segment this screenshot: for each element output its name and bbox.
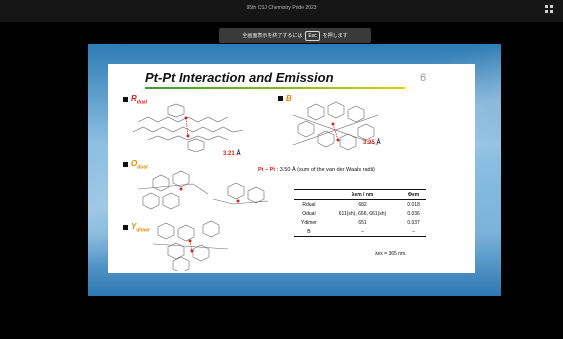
table-cell: Ydimer — [300, 219, 317, 226]
label-r-dual: Rdual — [123, 94, 147, 106]
pt-pt-note: Pt – Pt : 3.50 Å (sum of the van der Waa… — [258, 167, 375, 173]
table-cell: 611(sh), 666, 661(sh) — [338, 210, 387, 217]
table-cell: 0.018 — [407, 201, 420, 208]
label-r-sub: dual — [136, 99, 148, 106]
table-cell: 651 — [358, 219, 367, 226]
presentation-stage: Pt-Pt Interaction and Emission 6 Rdual B… — [88, 44, 501, 296]
pt-pt-label: Pt – Pt — [258, 167, 276, 173]
bullet-square — [123, 162, 128, 168]
toast-prefix: 全画面表示を終了するには — [242, 33, 303, 39]
slide-title: Pt-Pt Interaction and Emission — [145, 70, 334, 85]
distance-unit: Å — [236, 151, 241, 157]
esc-key[interactable]: Esc — [305, 30, 320, 41]
table-cell: B — [307, 228, 311, 235]
window-title-bar: 95th CSJ Chemistry Pride 2023 — [0, 0, 563, 22]
table-header — [294, 190, 324, 200]
emission-table: λem / nm Φem Rdual 682 0.018 Odual 611(s… — [294, 189, 426, 237]
distance-b-value: 3.25 — [363, 140, 375, 146]
grid-view-icon[interactable] — [545, 5, 553, 13]
distance-r: 3.21 Å — [223, 151, 241, 157]
table-footnote: λex = 365 nm. — [375, 251, 407, 257]
pt-pt-text: : 3.50 Å (sum of the van der Waals radii… — [276, 167, 375, 173]
table-cell: – — [361, 228, 364, 235]
label-o: O — [131, 159, 138, 168]
slide-page-number: 6 — [420, 72, 427, 84]
bullet-square — [123, 225, 128, 231]
molecule-y-dimer-image — [152, 220, 229, 271]
label-y-dimer: Ydimer — [123, 222, 150, 234]
slide: Pt-Pt Interaction and Emission 6 Rdual B… — [108, 64, 475, 273]
label-y-sub: dimer — [136, 227, 150, 234]
label-r: R — [131, 94, 137, 103]
molecule-r-dual-image — [132, 103, 244, 152]
bullet-square — [123, 97, 128, 103]
label-o-dual: Odual — [123, 159, 148, 171]
label-b-text: B — [286, 94, 292, 103]
distance-r-value: 3.21 — [223, 151, 235, 157]
fullscreen-exit-toast: 全画面表示を終了するには Esc を押します — [219, 28, 371, 43]
table-cell: Odual — [302, 210, 316, 217]
molecule-b-image — [292, 101, 379, 151]
window-title: 95th CSJ Chemistry Pride 2023 — [246, 5, 317, 11]
table-cell: Rdual — [302, 201, 316, 208]
molecule-o-dual-image — [137, 170, 269, 210]
table-header: Φem — [407, 191, 420, 198]
table-row: Odual 611(sh), 666, 661(sh) 0.036 — [294, 209, 426, 218]
table-cell: 0.037 — [407, 219, 420, 226]
distance-unit: Å — [376, 140, 381, 146]
title-underline — [145, 87, 405, 89]
table-cell: 0.036 — [407, 210, 420, 217]
distance-b: 3.25 Å — [363, 140, 381, 146]
table-row: Rdual 682 0.018 — [294, 200, 426, 210]
toast-suffix: を押します — [322, 33, 348, 39]
table-header-row: λem / nm Φem — [294, 189, 426, 200]
table-header: λem / nm — [351, 191, 374, 198]
table-cell: 682 — [358, 201, 367, 208]
label-o-sub: dual — [137, 164, 148, 171]
label-b: B — [278, 94, 292, 103]
bullet-square — [278, 96, 283, 101]
table-row: B – – — [294, 227, 426, 237]
label-y: Y — [131, 222, 137, 231]
table-cell: – — [412, 228, 415, 235]
table-row: Ydimer 651 0.037 — [294, 218, 426, 227]
